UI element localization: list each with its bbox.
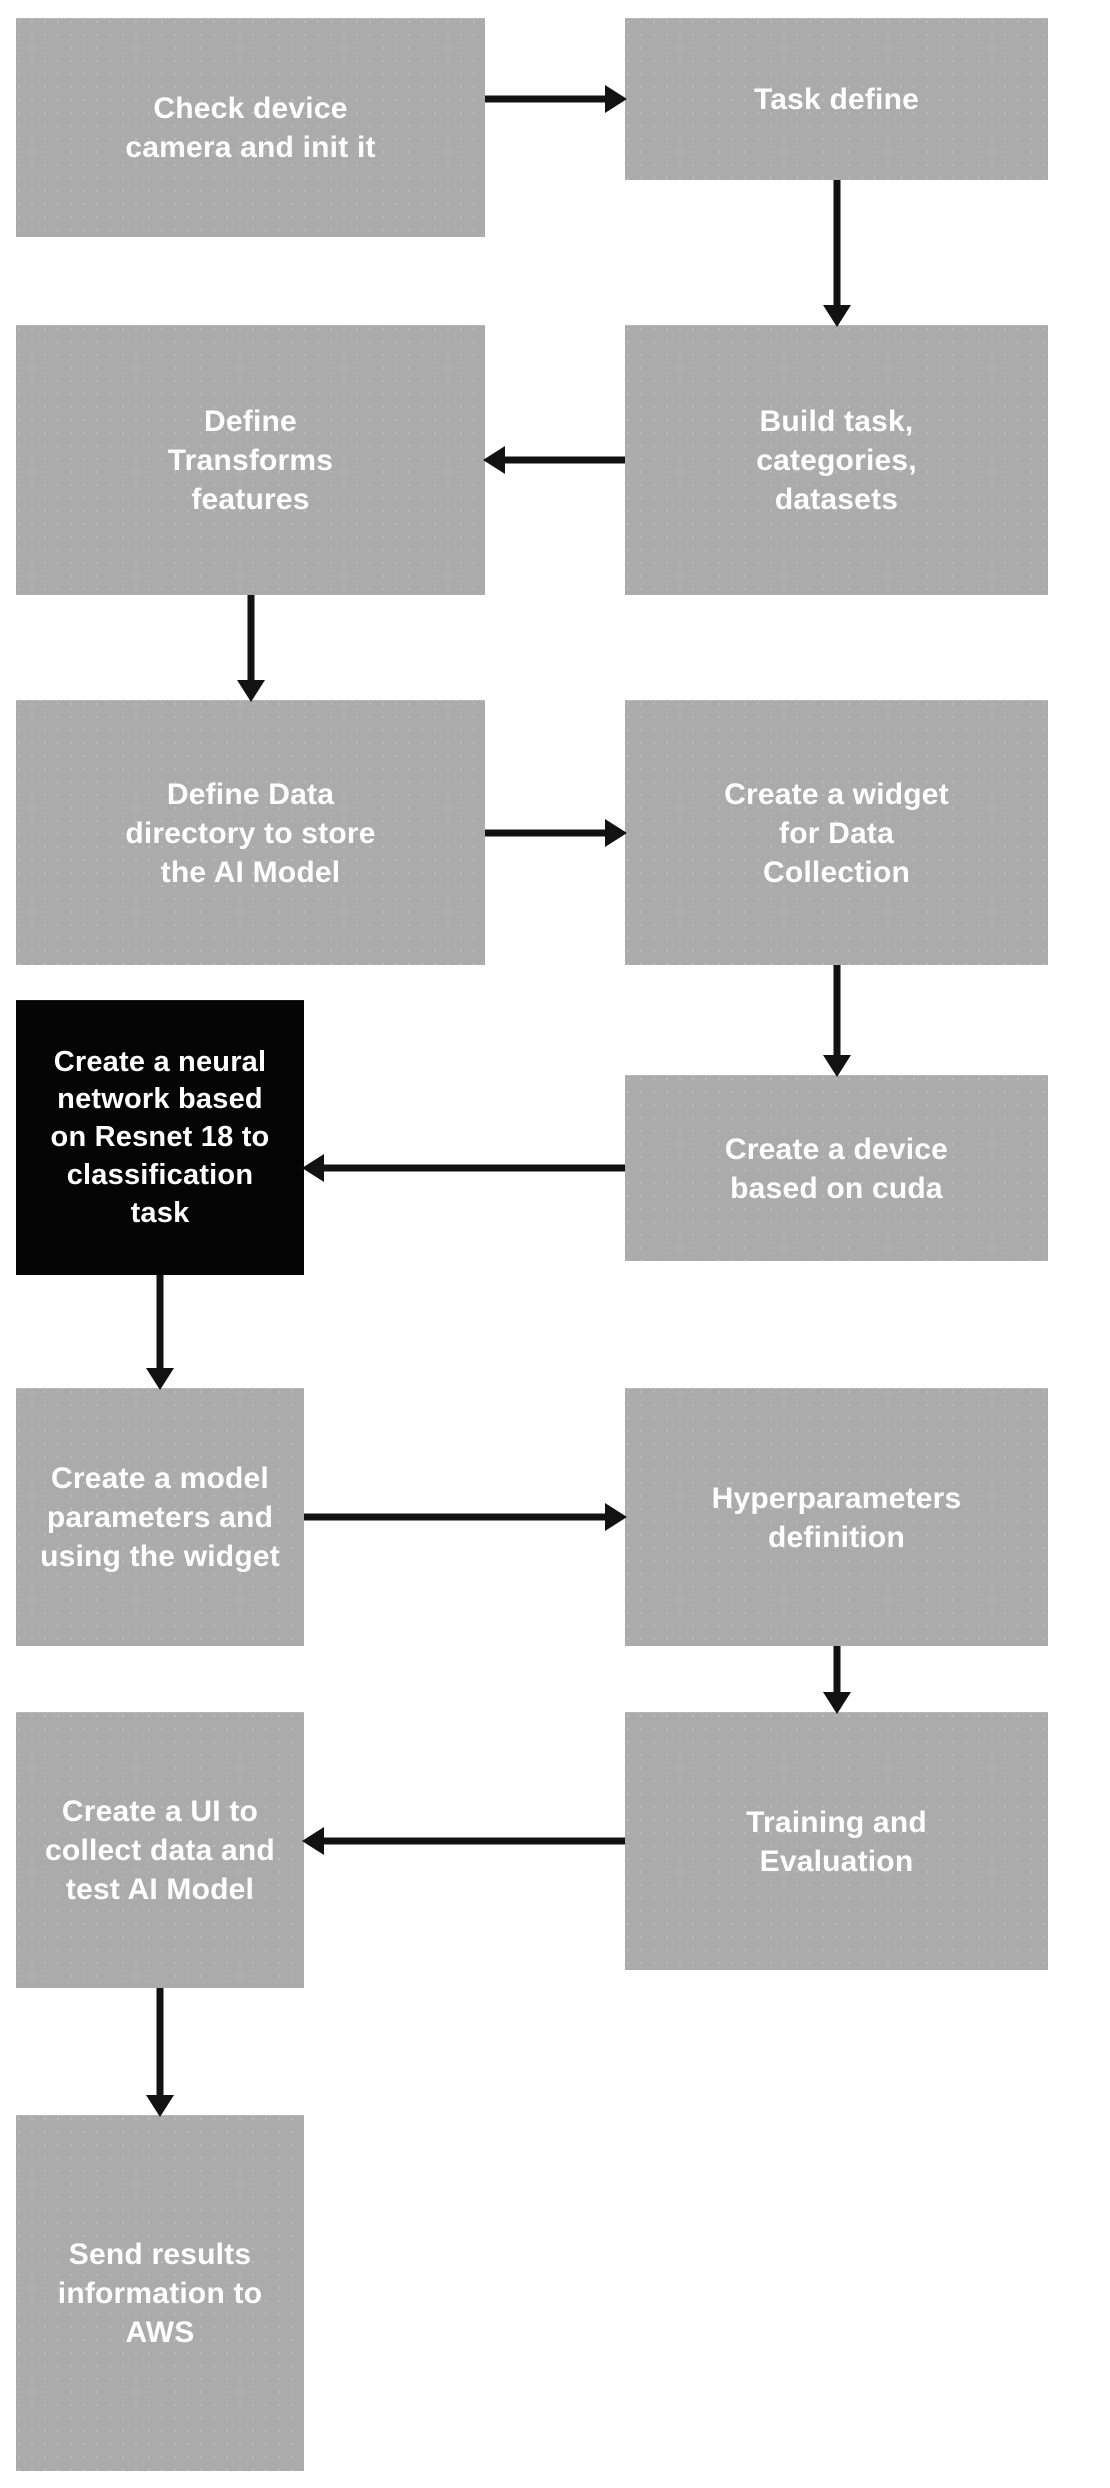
node-label: Hyperparameters definition: [711, 1481, 962, 1554]
arrowhead-down-icon: [822, 305, 851, 327]
node-label: Training and Evaluation: [746, 1805, 927, 1878]
node-create-widget-data-collection[interactable]: Create a widget for Data Collection: [625, 700, 1048, 965]
node-label: Create a device based on cuda: [724, 1132, 949, 1205]
arrowhead-down-icon: [236, 680, 265, 702]
arrowhead-down-icon: [146, 1368, 174, 1390]
arrowhead-left-icon: [483, 446, 505, 474]
node-hyperparameters-definition[interactable]: Hyperparameters definition: [625, 1388, 1048, 1646]
node-task-define[interactable]: Task define: [625, 18, 1048, 180]
connector-shaft: [247, 595, 254, 682]
connector-training-evaluation-to-create-ui: [302, 1825, 625, 1857]
connector-neural-network-to-create-model-parameters: [144, 1275, 176, 1390]
node-define-transforms-features[interactable]: Define Transforms features: [16, 325, 485, 595]
node-create-neural-network-resnet18[interactable]: Create a neural network based on Resnet …: [16, 1000, 304, 1275]
node-label: Create a neural network based on Resnet …: [50, 1045, 270, 1229]
node-create-ui-collect-data-test[interactable]: Create a UI to collect data and test AI …: [16, 1712, 304, 1988]
connector-shaft: [156, 1275, 164, 1370]
connector-define-transforms-to-define-data-directory: [235, 595, 267, 702]
connector-shaft: [833, 1646, 840, 1694]
connector-shaft: [503, 456, 625, 464]
node-create-device-cuda[interactable]: Create a device based on cuda: [625, 1075, 1048, 1261]
connector-shaft: [322, 1837, 625, 1845]
node-define-data-directory[interactable]: Define Data directory to store the AI Mo…: [16, 700, 485, 965]
connector-task-define-to-build-task: [821, 180, 853, 327]
connector-shaft: [833, 965, 840, 1057]
node-build-task-categories-datasets[interactable]: Build task, categories, datasets: [625, 325, 1048, 595]
node-label: Build task, categories, datasets: [756, 405, 917, 516]
connector-shaft: [322, 1164, 625, 1172]
connector-create-model-parameters-to-hyperparameters: [304, 1501, 627, 1533]
connector-shaft: [485, 829, 607, 836]
connector-shaft: [156, 1988, 164, 2097]
arrowhead-left-icon: [302, 1154, 324, 1182]
connector-create-widget-to-create-device-cuda: [821, 965, 853, 1077]
node-send-results-to-aws[interactable]: Send results information to AWS: [16, 2115, 304, 2471]
connector-build-task-to-define-transforms: [483, 444, 625, 476]
connector-define-data-directory-to-create-widget: [485, 817, 627, 849]
connector-shaft: [304, 1513, 607, 1521]
node-label: Create a widget for Data Collection: [724, 777, 949, 889]
connector-shaft: [833, 180, 840, 307]
node-create-model-parameters-widget[interactable]: Create a model parameters and using the …: [16, 1388, 304, 1646]
node-label: Task define: [753, 83, 920, 116]
arrowhead-right-icon: [605, 1503, 627, 1531]
node-label: Define Transforms features: [167, 405, 334, 516]
connector-create-device-cuda-to-neural-network: [302, 1152, 625, 1184]
arrowhead-down-icon: [822, 1055, 851, 1077]
node-training-and-evaluation[interactable]: Training and Evaluation: [625, 1712, 1048, 1970]
node-label: Define Data directory to store the AI Mo…: [125, 777, 376, 889]
arrowhead-right-icon: [605, 818, 627, 847]
connector-hyperparameters-to-training-evaluation: [821, 1646, 853, 1714]
node-label: Send results information to AWS: [57, 2238, 263, 2349]
arrowhead-left-icon: [302, 1827, 324, 1855]
node-label: Create a model parameters and using the …: [40, 1462, 280, 1573]
arrowhead-down-icon: [822, 1692, 851, 1714]
connector-check-device-camera-to-task-define: [485, 83, 627, 115]
arrowhead-right-icon: [605, 85, 627, 113]
node-check-device-camera[interactable]: Check device camera and init it: [16, 18, 485, 237]
connector-create-ui-to-send-results-aws: [144, 1988, 176, 2117]
node-label: Check device camera and init it: [125, 92, 376, 164]
connector-shaft: [485, 95, 607, 103]
node-label: Create a UI to collect data and test AI …: [45, 1795, 275, 1906]
arrowhead-down-icon: [146, 2095, 174, 2117]
